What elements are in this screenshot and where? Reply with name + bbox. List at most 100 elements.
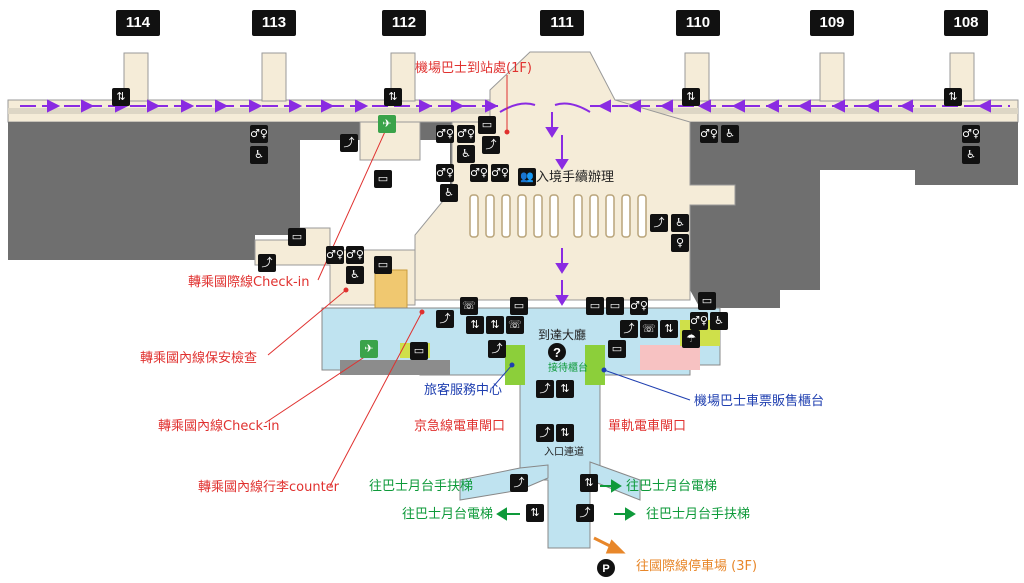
elevator-icon: ⇅	[112, 88, 130, 106]
escalator-icon: ⤴	[340, 134, 358, 152]
elevator-icon: ⇅	[556, 380, 574, 398]
restroom-icon: ♂♀	[250, 125, 268, 143]
restroom-icon: ♀	[671, 234, 689, 252]
elevator-icon: ⇅	[660, 320, 678, 338]
info-sign-label: 接待櫃台	[548, 363, 588, 374]
gate-113: 113	[252, 10, 296, 36]
shower-icon: ☂	[682, 330, 700, 348]
wheelchair-icon: ♿	[457, 145, 475, 163]
restroom-icon: ♂♀	[326, 246, 344, 264]
monorail-gate-label: 單軌電車閘口	[608, 419, 687, 434]
elevator-icon: ⇅	[384, 88, 402, 106]
parking-icon-glyph: P	[602, 563, 609, 575]
counter-icon: ▭	[608, 340, 626, 358]
information-icon-glyph: ?	[553, 345, 561, 360]
wheelchair-icon: ♿	[962, 146, 980, 164]
phone-icon: ☏	[640, 320, 658, 338]
elevator-icon: ⇅	[486, 316, 504, 334]
security-icon: ✈	[378, 115, 396, 133]
terminal-body	[359, 51, 736, 301]
entrance-small-label: 入口連道	[544, 447, 584, 458]
gate-112: 112	[382, 10, 426, 36]
elevator-icon: ⇅	[944, 88, 962, 106]
elevator-icon: ⇅	[526, 504, 544, 522]
restroom-icon: ♂♀	[700, 125, 718, 143]
gate-111: 111	[540, 10, 584, 36]
phone-icon: ☏	[460, 297, 478, 315]
restroom-icon: ♂♀	[491, 164, 509, 182]
restroom-icon: ♂♀	[457, 125, 475, 143]
restroom-icon: ♂♀	[630, 297, 648, 315]
parking-arrow	[593, 536, 626, 554]
counter-icon: ▭	[374, 170, 392, 188]
keikyu-gate-label: 京急線電車閘口	[414, 419, 506, 434]
elevator-icon: ⇅	[580, 474, 598, 492]
elevator-icon: ⇅	[466, 316, 484, 334]
escalator-icon: ⤴	[436, 310, 454, 328]
airport-bus-stop-label: 機場巴士到站處(1F)	[415, 61, 532, 76]
counter-icon: ▭	[510, 297, 528, 315]
escalator-icon: ⤴	[482, 136, 500, 154]
walkway-arrows	[20, 99, 1010, 306]
restroom-icon: ♂♀	[436, 164, 454, 182]
bus-ticket-counter-label: 機場巴士車票販售櫃台	[694, 394, 825, 409]
pink-zone	[640, 345, 700, 370]
bus-escalator-left-label: 往巴士月台手扶梯	[369, 479, 474, 494]
gate-108: 108	[944, 10, 988, 36]
counter-icon: ▭	[288, 228, 306, 246]
escalator-icon: ⤴	[536, 424, 554, 442]
information-icon	[548, 343, 566, 361]
counter-icon: ▭	[606, 297, 624, 315]
restroom-icon: ♂♀	[690, 312, 708, 330]
parking-label: 往國際線停車場 (3F)	[636, 559, 758, 574]
arrival-lobby-label: 到達大廳	[538, 328, 587, 342]
wheelchair-icon: ♿	[440, 184, 458, 202]
security-icon: ✈	[360, 340, 378, 358]
escalator-icon: ⤴	[620, 320, 638, 338]
immigration-label: 入境手續辦理	[536, 170, 615, 185]
monorail-gate-zone	[585, 345, 605, 385]
wheelchair-icon: ♿	[671, 214, 689, 232]
elevator-icon: ⇅	[682, 88, 700, 106]
escalator-icon: ⤴	[510, 474, 528, 492]
dom-security-label: 轉乘國內線保安檢查	[140, 351, 258, 366]
wheelchair-icon: ♿	[346, 266, 364, 284]
gray-strip	[340, 360, 450, 375]
restroom-icon: ♂♀	[962, 125, 980, 143]
restroom-icon: ♂♀	[346, 246, 364, 264]
wheelchair-icon: ♿	[710, 312, 728, 330]
immigration-icon: 👥	[518, 168, 536, 186]
bus-elevator-right-label: 往巴士月台電梯	[626, 479, 718, 494]
entrance-corridor	[459, 464, 549, 501]
parking-icon	[597, 559, 615, 577]
escalator-icon: ⤴	[650, 214, 668, 232]
dom-baggage-label: 轉乘國內線行李counter	[198, 480, 340, 495]
counter-icon: ▭	[478, 116, 496, 134]
bus-arrows	[496, 479, 636, 521]
elevator-icon: ⇅	[556, 424, 574, 442]
tourist-center-label: 旅客服務中心	[424, 383, 503, 398]
escalator-icon: ⤴	[536, 380, 554, 398]
bus-escalator-right-label: 往巴士月台手扶梯	[646, 507, 751, 522]
restroom-icon: ♂♀	[470, 164, 488, 182]
gate-110: 110	[676, 10, 720, 36]
counter-icon: ▭	[374, 256, 392, 274]
gate-109: 109	[810, 10, 854, 36]
bus-elevator-left-label: 往巴士月台電梯	[402, 507, 494, 522]
wheelchair-icon: ♿	[250, 146, 268, 164]
orange-block	[374, 269, 408, 311]
jetways	[123, 52, 975, 102]
intl-transfer-checkin-label: 轉乘國際線Check-in	[188, 275, 310, 290]
counter-icon: ▭	[410, 342, 428, 360]
dom-checkin-label: 轉乘國內線Check-in	[158, 419, 280, 434]
phone-icon: ☏	[506, 316, 524, 334]
immigration-counters	[469, 194, 647, 238]
escalator-icon: ⤴	[576, 504, 594, 522]
escalator-icon: ⤴	[258, 254, 276, 272]
wheelchair-icon: ♿	[721, 125, 739, 143]
counter-icon: ▭	[698, 292, 716, 310]
keikyu-gate-zone	[505, 345, 525, 385]
counter-icon: ▭	[586, 297, 604, 315]
blue-leader-lines	[491, 362, 691, 401]
